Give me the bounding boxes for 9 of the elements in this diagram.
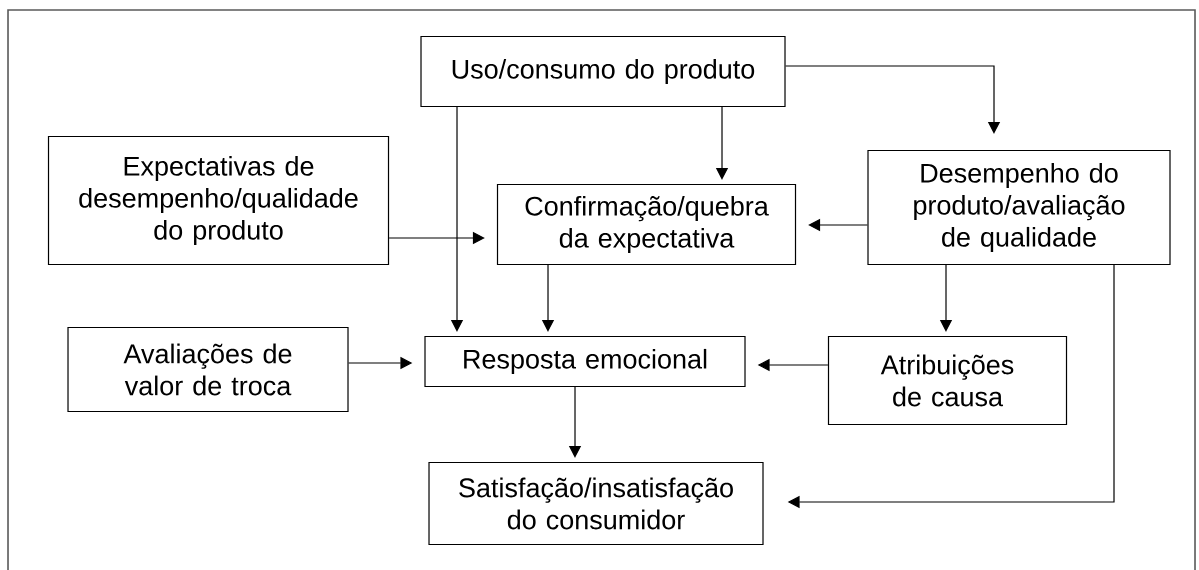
process-box: Resposta emocional [424, 335, 746, 388]
process-box: Avaliações de valor de troca [67, 326, 349, 413]
process-box: Atribuições de causa [827, 335, 1068, 426]
process-box: Desempenho do produto/avaliação de qualidade [867, 149, 1171, 266]
process-box: Expectativas de desempenho/qualidade do produto [47, 135, 390, 266]
arrow [785, 65, 1001, 134]
process-box: Confirmação/quebra da expectativa [496, 183, 797, 266]
process-box: Uso/consumo do produto [420, 35, 786, 108]
process-box: Satisfação/insatisfação do consumidor [428, 461, 764, 546]
